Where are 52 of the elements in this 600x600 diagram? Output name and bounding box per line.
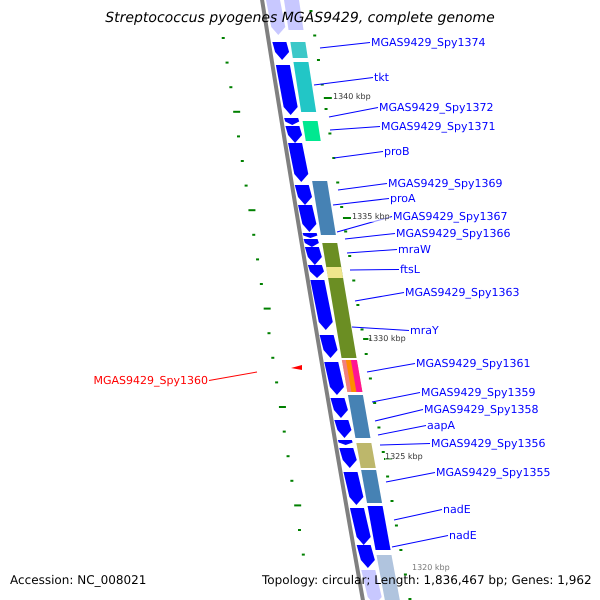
leader-line xyxy=(366,363,416,372)
gene-label: MGAS9429_Spy1374 xyxy=(371,36,486,49)
leader-line xyxy=(336,216,392,232)
gene-label: aapA xyxy=(427,419,455,432)
leader-line xyxy=(374,409,424,422)
leader-line xyxy=(334,151,384,158)
gene-label: MGAS9429_Spy1359 xyxy=(421,386,536,399)
leader-line xyxy=(392,535,448,548)
gene-label: MGAS9429_Spy1356 xyxy=(431,437,546,450)
gene-label: MGAS9429_Spy1363 xyxy=(405,286,520,299)
gene-label: MGAS9429_Spy1358 xyxy=(424,403,538,416)
gene-label: proB xyxy=(384,145,410,158)
leader-line xyxy=(314,77,374,86)
leader-line xyxy=(328,107,378,118)
gene-label: MGAS9429_Spy1361 xyxy=(416,357,530,370)
gene-label: mraY xyxy=(410,324,439,337)
gene-label: nadE xyxy=(443,503,471,516)
gene-label: MGAS9429_Spy1371 xyxy=(381,120,496,133)
leader-line xyxy=(320,42,370,48)
leader-line xyxy=(344,233,396,240)
leader-line xyxy=(352,326,410,331)
accession-text: Accession: NC_008021 xyxy=(10,574,146,587)
gene-label: MGAS9429_Spy1355 xyxy=(436,466,550,479)
scale-label: 1330 kbp xyxy=(368,334,406,344)
leader-line xyxy=(338,183,388,190)
gene-label: MGAS9429_Spy1369 xyxy=(388,177,502,190)
leader-line xyxy=(330,126,380,130)
gene-label: MGAS9429_Spy1366 xyxy=(396,227,510,240)
scale-label: 1335 kbp xyxy=(352,212,390,222)
gene-label: proA xyxy=(390,192,416,205)
leader-line xyxy=(386,472,436,482)
title: Streptococcus pyogenes MGAS9429, complete genome xyxy=(104,10,496,27)
gene-label: MGAS9429_Spy1360 xyxy=(94,374,208,387)
gene-label: nadE xyxy=(449,529,477,542)
leader-line xyxy=(372,392,420,402)
leader-line xyxy=(346,249,398,254)
scale-label: 1325 kbp xyxy=(385,452,423,462)
leader-line xyxy=(332,198,390,206)
leader-line xyxy=(380,443,430,446)
gene-label: mraW xyxy=(398,243,431,256)
leader-line xyxy=(394,509,442,520)
leader-line xyxy=(354,292,404,302)
gene-label: MGAS9429_Spy1372 xyxy=(379,101,494,114)
leader-line xyxy=(350,269,400,270)
leader-line xyxy=(378,425,426,436)
gene-label: tkt xyxy=(374,71,389,84)
leader-line xyxy=(208,372,258,381)
scale-label: 1340 kbp xyxy=(333,92,371,102)
genome-info-text: Topology: circular; Length: 1,836,467 bp; Genes: 1,962 xyxy=(262,574,592,587)
gene-label: MGAS9429_Spy1367 xyxy=(393,210,508,223)
gene-label: ftsL xyxy=(400,263,420,276)
scale-label: 1320 kbp xyxy=(412,563,450,573)
